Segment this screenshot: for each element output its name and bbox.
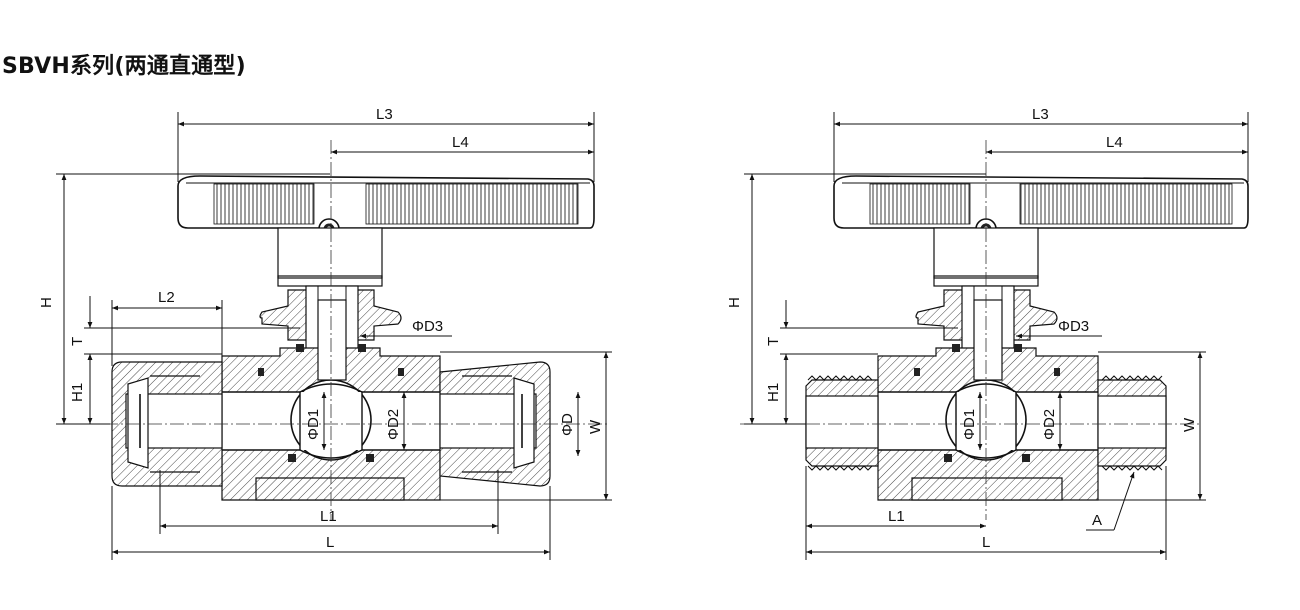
left-label-H1: H1 xyxy=(69,383,86,402)
left-label-L3: L3 xyxy=(376,106,393,123)
left-label-phi-d3: ΦD3 xyxy=(412,318,443,335)
right-label-H: H xyxy=(726,297,743,308)
right-label-A: A xyxy=(1092,512,1102,529)
right-label-W: W xyxy=(1181,417,1198,432)
left-label-L2: L2 xyxy=(158,289,175,306)
left-label-H: H xyxy=(38,297,55,308)
left-label-L4: L4 xyxy=(452,134,469,151)
right-label-L3: L3 xyxy=(1032,106,1049,123)
right-label-phi-d2: ΦD2 xyxy=(1041,409,1058,440)
left-label-T: T xyxy=(69,337,86,346)
page-title: SBVH系列(两通直通型) xyxy=(2,54,246,79)
left-label-phi-d: ΦD xyxy=(559,413,576,436)
right-label-L1: L1 xyxy=(888,508,905,525)
left-dimensions xyxy=(56,112,612,560)
left-valve-view: L3 L4 L2 H T H1 ΦD3 ΦD1 ΦD2 ΦD W L1 L xyxy=(38,106,612,560)
right-label-L4: L4 xyxy=(1106,134,1123,151)
left-label-W: W xyxy=(587,419,604,434)
right-label-phi-d3: ΦD3 xyxy=(1058,318,1089,335)
left-label-L1: L1 xyxy=(320,508,337,525)
right-dimensions xyxy=(744,112,1249,560)
right-label-T: T xyxy=(765,337,782,346)
right-valve-view: L3 L4 H T H1 ΦD3 ΦD1 ΦD2 W L1 L A xyxy=(726,106,1249,560)
left-handle xyxy=(177,175,595,240)
left-label-phi-d1: ΦD1 xyxy=(305,409,322,440)
right-label-L: L xyxy=(982,534,990,551)
right-handle xyxy=(833,175,1249,240)
left-label-phi-d2: ΦD2 xyxy=(385,409,402,440)
right-label-H1: H1 xyxy=(765,383,782,402)
left-label-L: L xyxy=(326,534,334,551)
right-label-phi-d1: ΦD1 xyxy=(961,409,978,440)
